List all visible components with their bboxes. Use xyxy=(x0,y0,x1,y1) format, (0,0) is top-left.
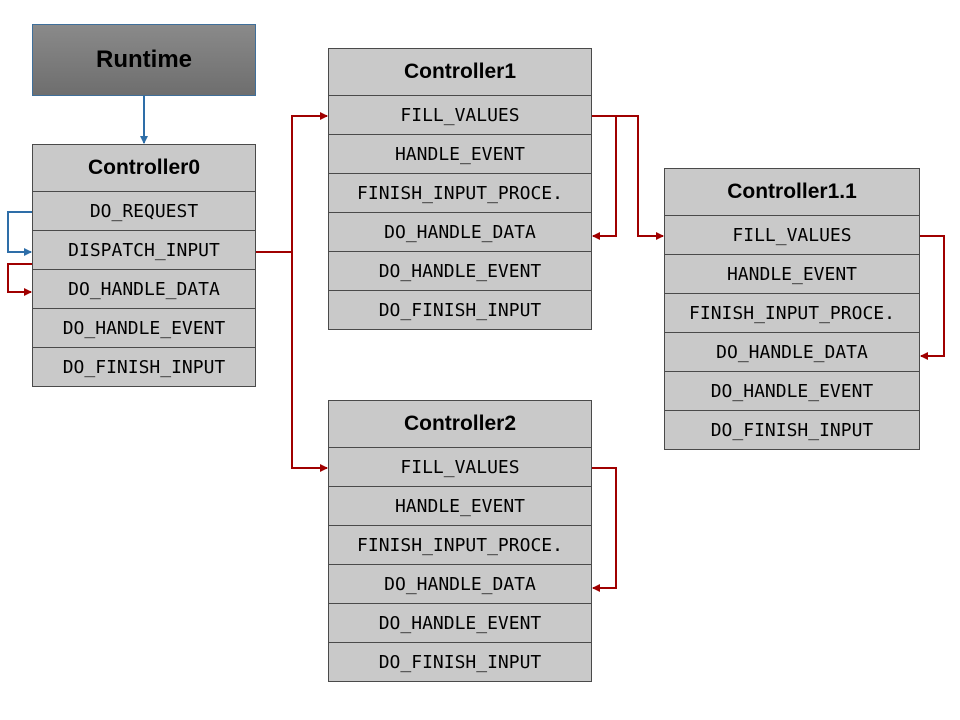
arrow-do-request-to-dispatch-input xyxy=(7,211,32,256)
controller2-box: Controller2 FILL_VALUES HANDLE_EVENT FIN… xyxy=(328,400,592,682)
c1-method-handle-event: HANDLE_EVENT xyxy=(328,134,592,174)
controller1-1-title: Controller1.1 xyxy=(664,168,920,216)
c0-method-do-finish-input: DO_FINISH_INPUT xyxy=(32,347,256,387)
c11-method-fill-values: FILL_VALUES xyxy=(664,215,920,255)
runtime-label: Runtime xyxy=(96,46,192,73)
arrow-c11-fill-values-to-do-handle-data xyxy=(920,235,945,360)
c1-method-finish-input-proce: FINISH_INPUT_PROCE. xyxy=(328,173,592,213)
c1-method-do-finish-input: DO_FINISH_INPUT xyxy=(328,290,592,330)
c11-method-do-finish-input: DO_FINISH_INPUT xyxy=(664,410,920,450)
controller1-1-box: Controller1.1 FILL_VALUES HANDLE_EVENT F… xyxy=(664,168,920,450)
c0-method-do-handle-data: DO_HANDLE_DATA xyxy=(32,269,256,309)
runtime-box: Runtime xyxy=(32,24,256,96)
c1-method-fill-values: FILL_VALUES xyxy=(328,95,592,135)
c1-method-do-handle-data: DO_HANDLE_DATA xyxy=(328,212,592,252)
c0-method-do-request: DO_REQUEST xyxy=(32,191,256,231)
arrow-c1-fill-values-to-c11-fill-values xyxy=(616,115,664,240)
arrow-c2-fill-values-to-do-handle-data xyxy=(592,467,617,592)
controller1-title: Controller1 xyxy=(328,48,592,96)
arrow-dispatch-to-c2-fill-values xyxy=(291,252,328,472)
c0-method-do-handle-event: DO_HANDLE_EVENT xyxy=(32,308,256,348)
controller1-box: Controller1 FILL_VALUES HANDLE_EVENT FIN… xyxy=(328,48,592,330)
controller0-box: Controller0 DO_REQUEST DISPATCH_INPUT DO… xyxy=(32,144,256,387)
arrow-c1-fill-values-to-do-handle-data xyxy=(592,115,617,240)
arrow-dispatch-input-to-do-handle-data xyxy=(7,263,32,296)
c11-method-do-handle-data: DO_HANDLE_DATA xyxy=(664,332,920,372)
c0-method-dispatch-input: DISPATCH_INPUT xyxy=(32,230,256,270)
arrow-dispatch-to-c1-fill-values xyxy=(256,112,328,253)
controller2-title: Controller2 xyxy=(328,400,592,448)
c2-method-handle-event: HANDLE_EVENT xyxy=(328,486,592,526)
c2-method-do-handle-data: DO_HANDLE_DATA xyxy=(328,564,592,604)
c2-method-do-handle-event: DO_HANDLE_EVENT xyxy=(328,603,592,643)
c11-method-handle-event: HANDLE_EVENT xyxy=(664,254,920,294)
c2-method-finish-input-proce: FINISH_INPUT_PROCE. xyxy=(328,525,592,565)
c2-method-do-finish-input: DO_FINISH_INPUT xyxy=(328,642,592,682)
c11-method-finish-input-proce: FINISH_INPUT_PROCE. xyxy=(664,293,920,333)
